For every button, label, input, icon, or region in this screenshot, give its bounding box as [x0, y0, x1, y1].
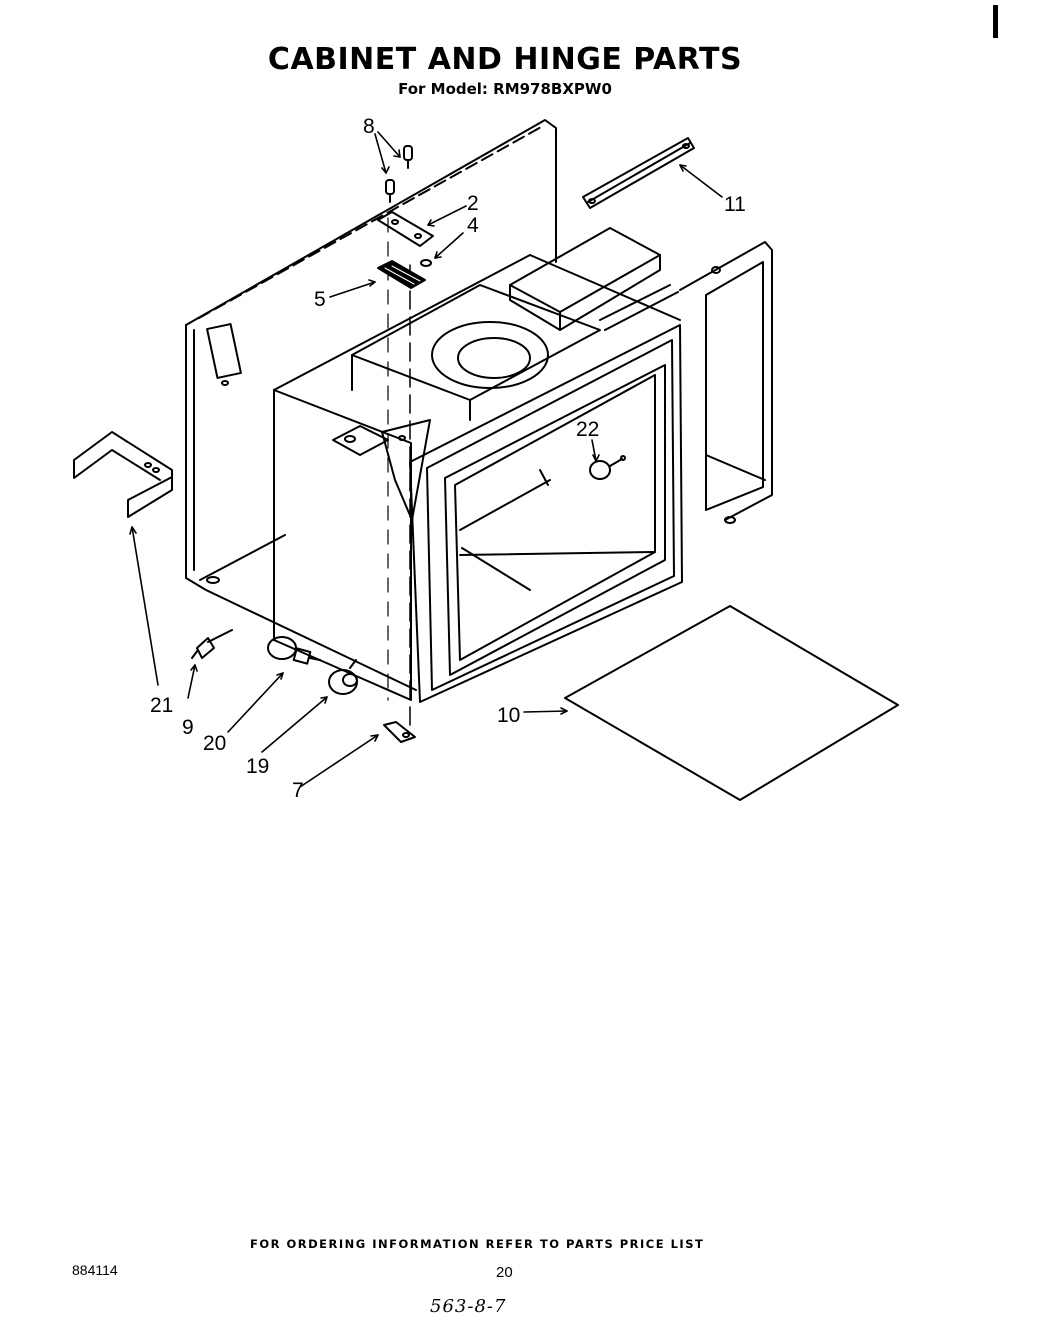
callout-11: 11 [724, 193, 746, 216]
callout-2: 2 [467, 192, 479, 215]
component-box [509, 227, 679, 331]
callout-4: 4 [467, 214, 479, 237]
callout-19: 19 [246, 755, 269, 778]
part-5-grille-pad [377, 260, 426, 289]
callout-10: 10 [497, 704, 520, 727]
callout-5: 5 [314, 288, 326, 311]
callout-9: 9 [182, 716, 194, 739]
part-2-upper-hinge [377, 211, 434, 247]
part-10-sheet [564, 605, 899, 801]
top-stirrer-plate [351, 284, 601, 421]
callout-8: 8 [363, 115, 375, 138]
page-number: 20 [496, 1264, 513, 1281]
cabinet-wrapper [185, 119, 557, 691]
callout-7: 7 [292, 779, 304, 802]
callout-22: 22 [576, 418, 599, 441]
scan-edge-mark [993, 5, 998, 38]
part-7-lower-hinge [383, 721, 416, 743]
part-22-knob [589, 455, 626, 480]
part-20-lamp [267, 636, 321, 665]
part-9-plug [191, 629, 233, 659]
right-side-panel [679, 241, 773, 524]
oven-cavity [273, 254, 683, 703]
leader-arrows [129, 131, 723, 788]
part-8-screws [385, 145, 413, 203]
cavity-hinge-bracket [332, 419, 431, 521]
document-code: 884114 [72, 1262, 118, 1278]
part-11-bar [582, 137, 695, 209]
part-19-socket [328, 659, 358, 695]
handwritten-note: 563-8-7 [430, 1296, 507, 1317]
part-21-bracket [73, 431, 173, 518]
callout-21: 21 [150, 694, 173, 717]
model-subtitle: For Model: RM978BXPW0 [398, 80, 612, 98]
ordering-note: FOR ORDERING INFORMATION REFER TO PARTS … [250, 1237, 705, 1251]
part-4-washer [420, 259, 432, 267]
callout-20: 20 [203, 732, 226, 755]
page-title: CABINET AND HINGE PARTS [267, 42, 743, 77]
